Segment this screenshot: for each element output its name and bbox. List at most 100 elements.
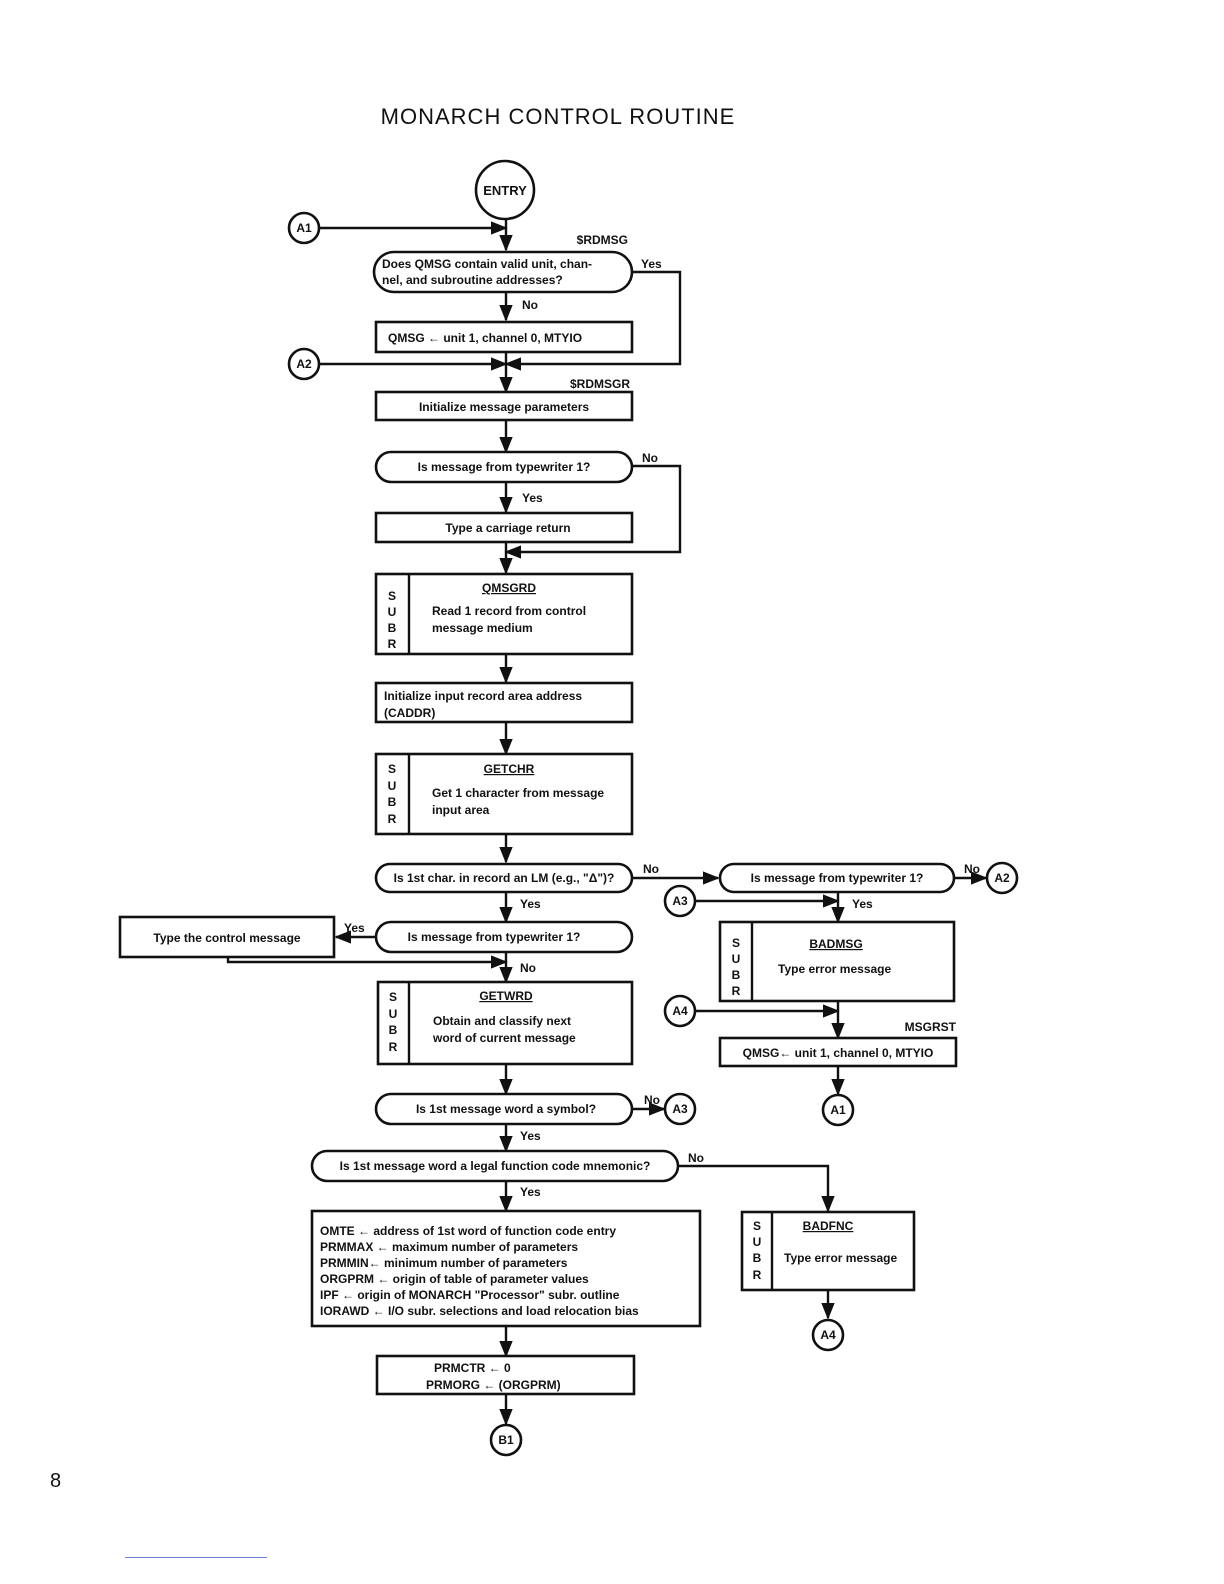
process-type-control-message: Type the control message <box>118 915 336 959</box>
svg-text:Type error message: Type error message <box>778 962 891 976</box>
svg-text:B: B <box>388 795 397 809</box>
connector-a2-out: A2 <box>985 861 1019 895</box>
svg-text:message medium: message medium <box>432 621 533 635</box>
svg-text:A4: A4 <box>672 1004 688 1018</box>
svg-text:IPF ← origin of MONARCH "Proce: IPF ← origin of MONARCH "Processor" subr… <box>320 1288 620 1302</box>
connector-a1-in: A1 <box>287 211 321 245</box>
label-msgrst: MSGRST <box>905 1020 957 1034</box>
no-label: No <box>964 862 980 876</box>
svg-text:ENTRY: ENTRY <box>483 183 527 198</box>
svg-text:S: S <box>388 762 396 776</box>
connector-a3-in: A3 <box>663 884 697 918</box>
svg-text:PRMCTR ← 0: PRMCTR ← 0 <box>434 1361 511 1375</box>
svg-text:Is 1st message word a symbol?: Is 1st message word a symbol? <box>416 1102 596 1116</box>
svg-text:Initialize input record area a: Initialize input record area address <box>384 689 582 703</box>
svg-text:R: R <box>388 637 397 651</box>
svg-text:QMSGRD: QMSGRD <box>482 581 536 595</box>
svg-text:A4: A4 <box>820 1328 836 1342</box>
svg-text:S: S <box>753 1219 761 1233</box>
svg-text:QMSG ← unit 1, channel 0, MTYI: QMSG ← unit 1, channel 0, MTYIO <box>388 331 582 345</box>
no-label: No <box>520 961 536 975</box>
no-label: No <box>644 1093 660 1107</box>
svg-text:Does QMSG contain valid unit,: Does QMSG contain valid unit, chan- <box>382 257 592 271</box>
connector-a2-in: A2 <box>287 347 321 381</box>
svg-text:PRMMIN← minimum number of para: PRMMIN← minimum number of parameters <box>320 1256 568 1270</box>
svg-text:PRMORG ← (ORGPRM): PRMORG ← (ORGPRM) <box>426 1378 561 1392</box>
process-init-input-area: Initialize input record area address (CA… <box>374 681 634 724</box>
svg-text:Is message from typewriter 1?: Is message from typewriter 1? <box>751 871 924 885</box>
svg-text:B: B <box>732 968 741 982</box>
svg-text:Read 1 record from control: Read 1 record from control <box>432 604 586 618</box>
svg-text:B: B <box>388 621 397 635</box>
decision-first-word-symbol: Is 1st message word a symbol? <box>374 1092 634 1126</box>
process-init-message: Initialize message parameters <box>374 390 634 422</box>
svg-text:BADMSG: BADMSG <box>809 937 862 951</box>
svg-text:Type error message: Type error message <box>784 1251 897 1265</box>
svg-text:A3: A3 <box>672 1102 688 1116</box>
svg-text:Type the control message: Type the control message <box>153 931 300 945</box>
process-parameter-assignments: OMTE ← address of 1st word of function c… <box>310 1209 702 1328</box>
page-title: MONARCH CONTROL ROUTINE <box>380 104 736 129</box>
connector-b1: B1 <box>489 1423 523 1457</box>
no-label: No <box>643 862 659 876</box>
yes-label: Yes <box>520 897 541 911</box>
svg-text:nel, and subroutine addresses?: nel, and subroutine addresses? <box>382 273 563 287</box>
connector-a1-out: A1 <box>821 1093 855 1127</box>
connector-a4-out: A4 <box>811 1318 845 1352</box>
svg-text:R: R <box>388 812 397 826</box>
decision-legal-function-code: Is 1st message word a legal function cod… <box>310 1149 680 1183</box>
svg-text:A1: A1 <box>830 1103 846 1117</box>
decision-first-char-lm: Is 1st char. in record an LM (e.g., "Δ")… <box>374 862 634 894</box>
yes-label: Yes <box>852 897 873 911</box>
svg-text:BADFNC: BADFNC <box>803 1219 854 1233</box>
svg-text:Initialize message parameters: Initialize message parameters <box>419 400 589 414</box>
process-qmsg-set: QMSG ← unit 1, channel 0, MTYIO <box>374 320 634 354</box>
process-prmctr-prmorg: PRMCTR ← 0 PRMORG ← (ORGPRM) <box>375 1354 636 1396</box>
svg-text:U: U <box>388 779 397 793</box>
svg-text:Is message from typewriter 1?: Is message from typewriter 1? <box>418 460 591 474</box>
svg-text:GETCHR: GETCHR <box>484 762 535 776</box>
svg-text:U: U <box>388 605 397 619</box>
svg-text:B: B <box>389 1023 398 1037</box>
decision-from-typewriter-1: Is message from typewriter 1? <box>374 450 634 484</box>
page-number: 8 <box>50 1470 62 1492</box>
svg-text:R: R <box>732 984 741 998</box>
svg-text:GETWRD: GETWRD <box>479 989 533 1003</box>
svg-text:Is 1st message word a legal fu: Is 1st message word a legal function cod… <box>340 1159 651 1173</box>
subroutine-badfnc: S U B R BADFNC Type error message <box>740 1210 916 1292</box>
svg-text:Obtain and classify next: Obtain and classify next <box>433 1014 571 1028</box>
footer-rule <box>125 1557 267 1558</box>
svg-text:QMSG← unit 1, channel 0, MTYIO: QMSG← unit 1, channel 0, MTYIO <box>743 1046 934 1060</box>
yes-label: Yes <box>520 1185 541 1199</box>
svg-text:R: R <box>753 1268 762 1282</box>
yes-label: Yes <box>344 921 365 935</box>
decision-from-typewriter-2: Is message from typewriter 1? <box>374 920 634 954</box>
subroutine-qmsgrd: S U B R QMSGRD Read 1 record from contro… <box>374 572 634 656</box>
svg-text:U: U <box>732 952 741 966</box>
svg-text:A2: A2 <box>296 357 312 371</box>
yes-label: Yes <box>520 1129 541 1143</box>
svg-text:word of current message: word of current message <box>432 1031 576 1045</box>
no-label: No <box>688 1151 704 1165</box>
process-carriage-return: Type a carriage return <box>374 511 634 544</box>
subroutine-getchr: S U B R GETCHR Get 1 character from mess… <box>374 752 634 836</box>
svg-text:A1: A1 <box>296 221 312 235</box>
process-qmsg-reset: QMSG← unit 1, channel 0, MTYIO <box>718 1036 958 1068</box>
svg-text:R: R <box>389 1040 398 1054</box>
svg-text:A3: A3 <box>672 894 688 908</box>
svg-text:B1: B1 <box>498 1433 514 1447</box>
svg-text:input area: input area <box>432 803 490 817</box>
connector-a4-in: A4 <box>663 994 697 1028</box>
svg-text:U: U <box>753 1235 762 1249</box>
svg-text:PRMMAX ← maximum number of par: PRMMAX ← maximum number of parameters <box>320 1240 578 1254</box>
svg-text:U: U <box>389 1007 398 1021</box>
svg-text:(CADDR): (CADDR) <box>384 706 435 720</box>
label-srdmsg: $RDMSG <box>577 233 628 247</box>
no-label: No <box>642 451 658 465</box>
svg-text:Type a carriage return: Type a carriage return <box>445 521 570 535</box>
no-label: No <box>522 298 538 312</box>
svg-text:S: S <box>388 589 396 603</box>
svg-text:Get 1 character from message: Get 1 character from message <box>432 786 604 800</box>
svg-text:Is message from typewriter 1?: Is message from typewriter 1? <box>408 930 581 944</box>
